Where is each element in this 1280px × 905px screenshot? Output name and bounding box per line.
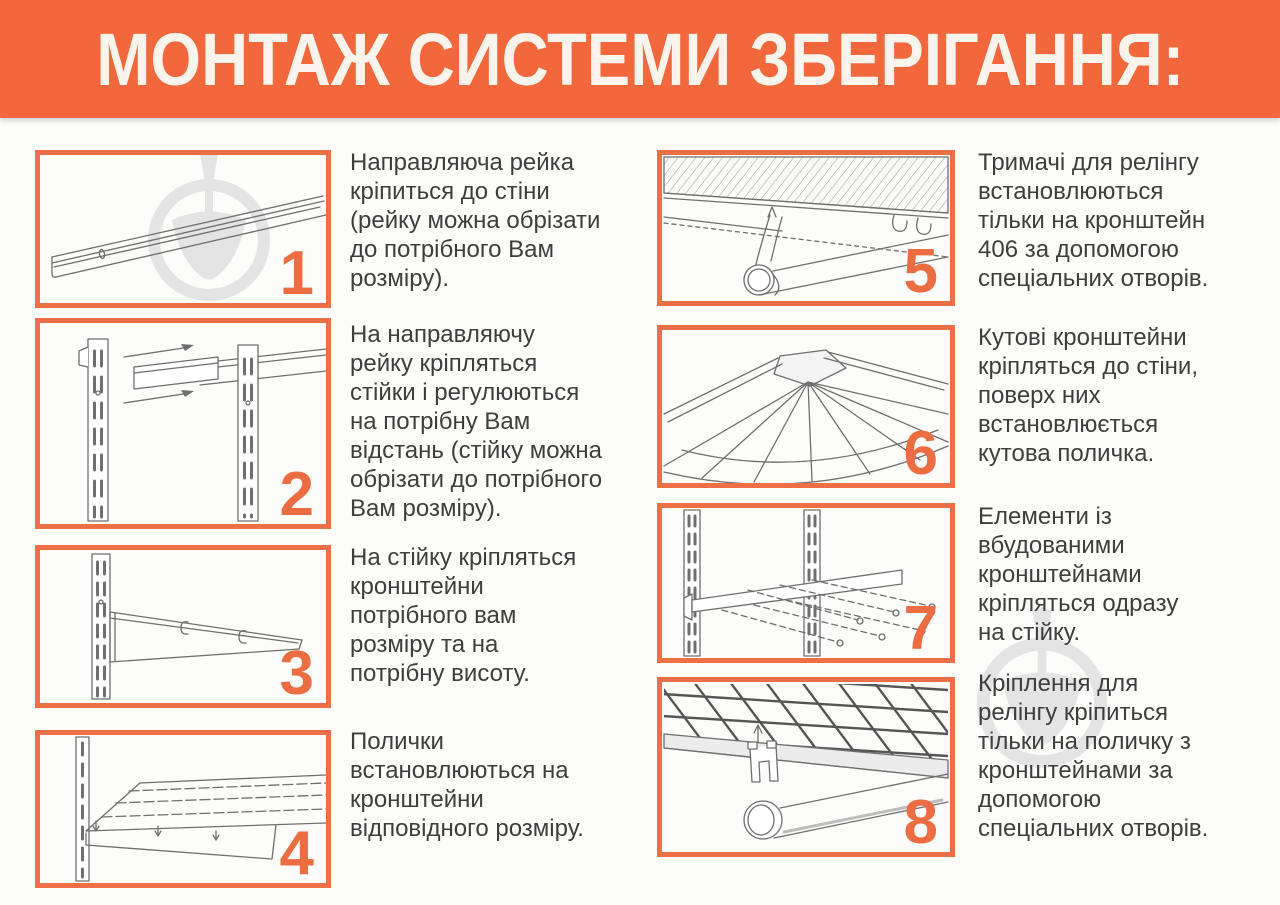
step-1-number: 1	[279, 239, 314, 308]
step-8-number: 8	[903, 788, 938, 857]
step-1-text: Направляюча рейка кріпиться до стіни (ре…	[350, 149, 601, 292]
shelf-on-brackets-illustration	[75, 736, 326, 882]
step-6-text: Кутові кронштейни кріпляться до стіни, п…	[978, 324, 1199, 467]
bracket-on-upright-illustration	[91, 553, 303, 700]
rail-holder-on-bracket-illustration	[663, 156, 949, 296]
step-4-text: Полички встановлюються на кронштейни від…	[350, 728, 584, 842]
step-4-figure: 4	[35, 730, 331, 888]
step-2-number: 2	[279, 460, 314, 529]
step-5-text: Тримачі для релінгу встановлюються тільк…	[978, 149, 1209, 292]
corner-shelf-illustration	[663, 349, 949, 483]
step-2-figure: 2	[35, 318, 331, 529]
step-6-number: 6	[903, 419, 938, 488]
step-2-text: На направляючу рейку кріпляться стійки і…	[350, 321, 603, 522]
poster-title: МОНТАЖ СИСТЕМИ ЗБЕРІГАННЯ:	[95, 17, 1185, 101]
step-5-figure: 5	[657, 150, 955, 306]
step-7-figure: 7	[657, 503, 955, 663]
wall-rail-illustration	[51, 195, 326, 278]
header-banner: МОНТАЖ СИСТЕМИ ЗБЕРІГАННЯ:	[0, 0, 1280, 118]
rail-mount-on-mesh-shelf-illustration	[663, 684, 949, 840]
step-5-number: 5	[903, 237, 938, 306]
step-7-number: 7	[903, 594, 938, 663]
step-3-text: На стійку кріпляться кронштейни потрібно…	[350, 544, 577, 687]
uprights-on-rail-illustration	[78, 338, 326, 522]
step-6-figure: 6	[657, 325, 955, 488]
step-4-number: 4	[279, 819, 314, 888]
step-8-text: Кріплення для релінгу кріпиться тільки н…	[978, 670, 1209, 842]
step-3-number: 3	[279, 639, 314, 708]
brand-trowel-logo-icon	[976, 606, 1108, 768]
step-3-figure: 3	[35, 545, 331, 708]
step-1-figure: 1	[35, 150, 331, 308]
step-7-text: Елементи із вбудованими кронштейнами крі…	[978, 503, 1179, 646]
step-8-figure: 8	[657, 677, 955, 857]
built-in-bracket-hooks-illustration	[683, 509, 936, 657]
